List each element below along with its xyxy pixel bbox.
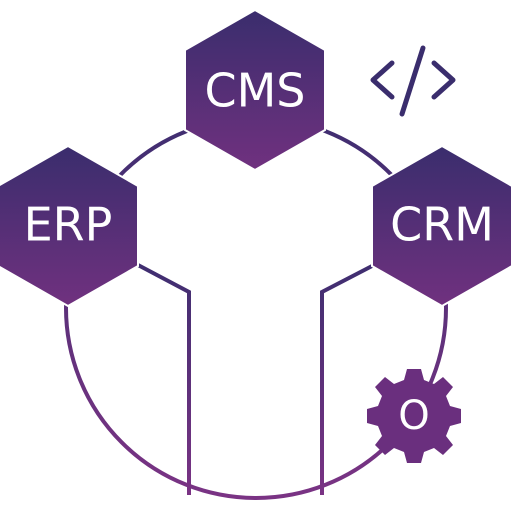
code-icon: [370, 45, 456, 117]
cms-label: CMS: [204, 64, 305, 118]
connector-erp: [137, 263, 191, 495]
erp-node: ERP: [0, 144, 139, 308]
crm-hexagon: [371, 144, 512, 308]
crm-label: CRM: [390, 198, 494, 252]
crm-node: CRM: [371, 144, 512, 308]
connector-crm: [320, 263, 375, 495]
cms-hexagon: [184, 8, 326, 172]
erp-hexagon: [0, 144, 139, 308]
cms-node: CMS: [184, 8, 326, 172]
gear-letter: O: [398, 393, 429, 439]
erp-label: ERP: [24, 198, 113, 252]
gear-icon: O: [367, 369, 461, 463]
